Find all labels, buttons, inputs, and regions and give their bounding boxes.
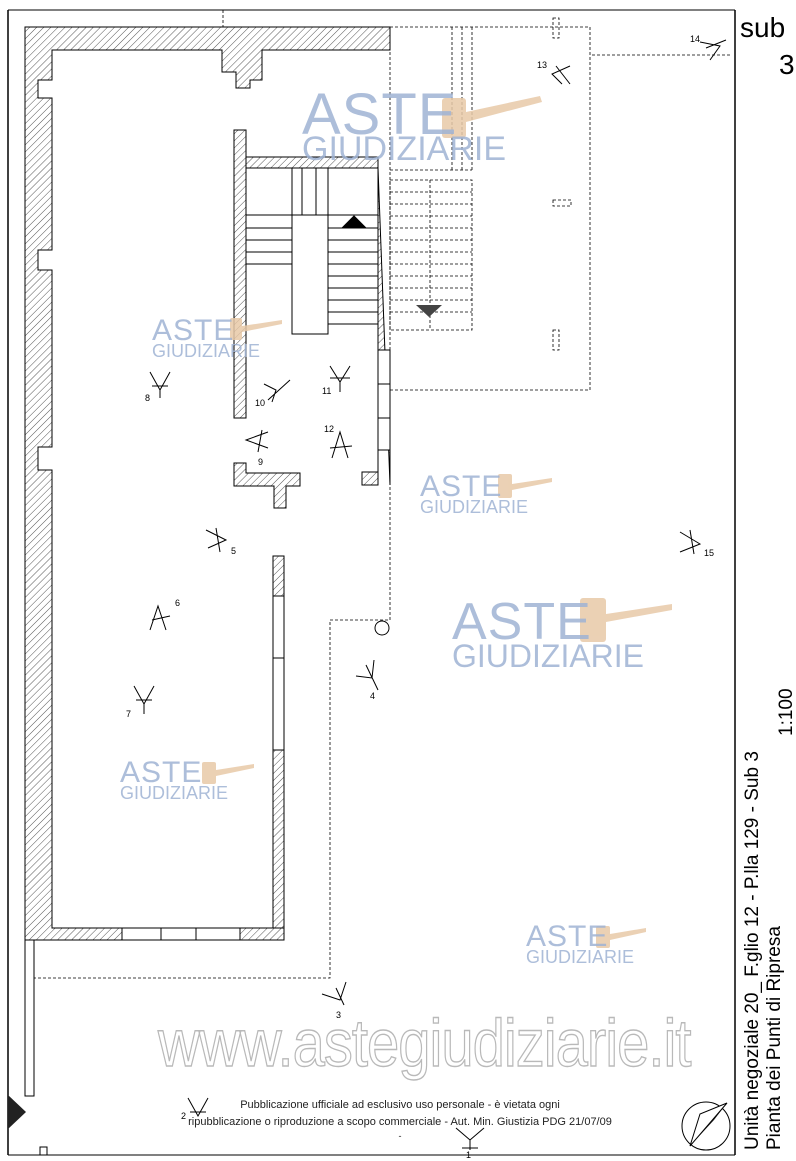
watermark-url: www.astegiudiziarie.it [157, 1005, 692, 1081]
notice-dash: - [398, 1131, 402, 1141]
shot-point-label: 12 [324, 424, 335, 434]
shot-point-14 [699, 39, 727, 61]
watermark-logo: ASTE GIUDIZIARIE [526, 920, 635, 967]
shot-point-label: 5 [231, 546, 237, 556]
section-marker-icon [8, 1095, 26, 1129]
scale-label: 1:100 [776, 688, 796, 736]
shot-point-7 [133, 685, 155, 714]
sub-label: sub [740, 12, 786, 43]
shot-point-label: 13 [537, 60, 548, 70]
shot-point-1 [455, 1127, 485, 1150]
shot-point-label: 9 [258, 457, 264, 467]
shot-point-8 [149, 371, 171, 398]
shot-point-10 [263, 379, 291, 403]
shot-point-label: 6 [175, 598, 181, 608]
shot-point-label: 15 [704, 548, 715, 558]
watermark-logo: ASTE GIUDIZIARIE [152, 314, 261, 361]
shot-point-12 [329, 430, 353, 459]
shot-point-label: 2 [181, 1111, 187, 1121]
shot-point-label: 1 [466, 1150, 472, 1160]
notice-line-2: ripubblicazione o riproduzione a scopo c… [188, 1116, 612, 1128]
gavel-watermark-icon [202, 96, 672, 948]
sub-number: 3 [779, 49, 795, 80]
watermark-logo: ASTE GIUDIZIARIE [120, 756, 229, 803]
shot-point-11 [329, 365, 351, 392]
shot-point-label: 11 [322, 386, 332, 396]
shot-point-label: 3 [336, 1010, 342, 1020]
shot-point-6 [149, 604, 171, 631]
publication-notice: Pubblicazione ufficiale ad esclusivo uso… [150, 1097, 650, 1141]
shot-point-15 [679, 529, 702, 555]
shot-point-9 [244, 429, 269, 453]
title-line-2: Pianta dei Punti di Ripresa [764, 926, 785, 1150]
watermark-logo: ASTE GIUDIZIARIE [452, 593, 645, 674]
shot-point-label: 14 [690, 34, 701, 44]
notice-line-1: Pubblicazione ufficiale ad esclusivo uso… [240, 1099, 560, 1111]
title-line-1: Unità negoziale 20_ F.glio 12 - P.lla 12… [742, 751, 763, 1150]
shot-point-label: 10 [255, 398, 266, 408]
north-arrow-icon [681, 1101, 731, 1151]
shot-point-2 [187, 1097, 209, 1118]
staircase [246, 167, 378, 335]
shot-point-3 [321, 981, 347, 1006]
shot-point-5 [205, 527, 228, 553]
watermark-logo: ASTE GIUDIZIARIE [420, 470, 529, 517]
shot-point-label: 7 [126, 709, 132, 719]
shot-point-label: 4 [370, 691, 376, 701]
watermark-logo: ASTE GIUDIZIARIE [302, 82, 507, 168]
shot-point-label: 8 [145, 393, 151, 403]
shot-point-13 [551, 65, 571, 85]
shot-point-4 [355, 659, 379, 691]
